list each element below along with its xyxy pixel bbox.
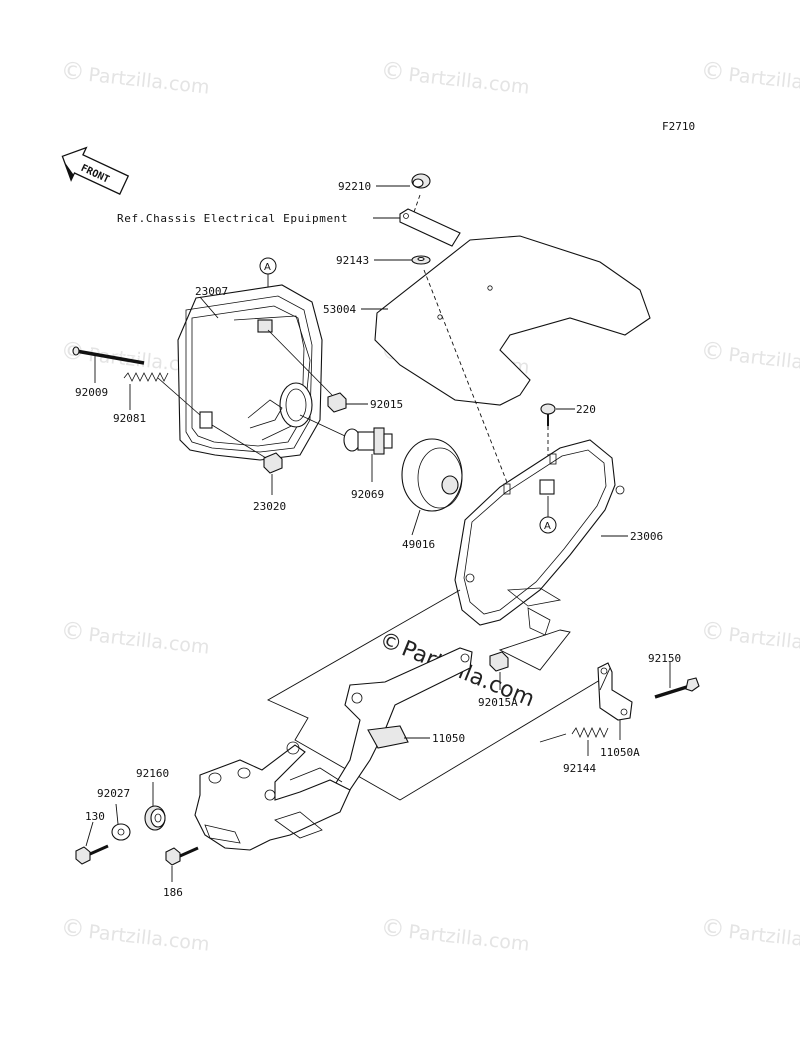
part-53004-cover	[374, 235, 651, 406]
callout-a-bottom: A	[539, 516, 557, 534]
watermark-text: Partzilla.com	[727, 344, 800, 379]
watermark: © Partzilla.com	[699, 913, 800, 956]
watermark-text: Partzilla.com	[727, 64, 800, 99]
part-130-bolt	[75, 844, 109, 865]
watermark-text: Partzilla.com	[87, 64, 210, 99]
watermark: © Partzilla.com	[379, 913, 530, 956]
watermark-text: Partzilla.com	[87, 624, 210, 659]
part-92015A-nut	[489, 651, 509, 672]
watermark: © Partzilla.com	[59, 616, 210, 659]
label-92009: 92009	[75, 386, 108, 399]
part-11050-bracket	[321, 647, 473, 813]
label-92027: 92027	[97, 787, 130, 800]
figure-code: F2710	[662, 120, 695, 133]
watermark-copyright: ©	[59, 56, 86, 86]
label-92069: 92069	[351, 488, 384, 501]
part-92015-nut	[267, 329, 347, 413]
watermark-text: Partzilla.com	[407, 64, 530, 99]
watermark-text: Partzilla.com	[727, 624, 800, 659]
assembly-outline-right	[498, 629, 571, 671]
label-92150: 92150	[648, 652, 681, 665]
part-92027-washer	[111, 823, 131, 841]
watermark-copyright: ©	[699, 616, 726, 646]
part-11050A-bracket	[597, 662, 633, 721]
label-92081: 92081	[113, 412, 146, 425]
part-92160-collar	[144, 805, 166, 831]
callout-a-top-label: A	[264, 262, 271, 273]
part-23020-nut	[211, 424, 283, 474]
part-92210-cap	[411, 173, 431, 189]
part-92009-bolt	[72, 346, 145, 365]
label-92210: 92210	[338, 180, 371, 193]
part-23007-headlight	[177, 284, 323, 461]
assembly-outline	[267, 589, 601, 801]
label-92015A: 92015A	[478, 696, 518, 709]
watermark-copyright: ©	[59, 913, 86, 943]
callout-a-bottom-label: A	[544, 521, 551, 532]
part-92081-spring	[123, 372, 201, 416]
watermark-copyright: ©	[699, 336, 726, 366]
label-11050: 11050	[432, 732, 465, 745]
part-23006-bracket	[454, 439, 625, 636]
watermark-copyright: ©	[379, 56, 406, 86]
part-92150-bolt	[654, 677, 700, 699]
label-92144: 92144	[563, 762, 596, 775]
label-186: 186	[163, 886, 183, 899]
label-92143: 92143	[336, 254, 369, 267]
watermark: © Partzilla.com	[699, 56, 800, 99]
watermark: © Partzilla.com	[379, 56, 530, 99]
part-lower-frame	[194, 741, 351, 851]
label-92015: 92015	[370, 398, 403, 411]
watermark: © Partzilla.com	[699, 616, 800, 659]
label-53004: 53004	[323, 303, 356, 316]
label-130: 130	[85, 810, 105, 823]
watermark-copyright: ©	[699, 913, 726, 943]
watermark-copyright: ©	[699, 56, 726, 86]
front-arrow-icon: FRONT	[61, 146, 130, 195]
watermark: © Partzilla.com	[59, 56, 210, 99]
watermark-text: Partzilla.com	[727, 921, 800, 956]
part-49016-boot	[401, 438, 463, 512]
part-92144-spring	[571, 727, 609, 738]
label-23007: 23007	[195, 285, 228, 298]
part-92143-grommet	[411, 255, 431, 265]
watermark-copyright: ©	[379, 913, 406, 943]
part-186-bolt	[165, 846, 199, 866]
label-220: 220	[576, 403, 596, 416]
watermark-text: Partzilla.com	[407, 921, 530, 956]
label-49016: 49016	[402, 538, 435, 551]
label-23020: 23020	[253, 500, 286, 513]
watermark: © Partzilla.com	[59, 913, 210, 956]
watermark: © Partzilla.com	[699, 336, 800, 379]
wire-terminal	[399, 208, 461, 247]
watermark-copyright: ©	[59, 616, 86, 646]
watermark-text: Partzilla.com	[87, 921, 210, 956]
callout-a-top: A	[259, 257, 277, 275]
part-92069-bulb	[299, 414, 393, 455]
label-92160: 92160	[136, 767, 169, 780]
label-23006: 23006	[630, 530, 663, 543]
reference-note: Ref.Chassis Electrical Epuipment	[117, 212, 348, 225]
label-11050A: 11050A	[600, 746, 640, 759]
